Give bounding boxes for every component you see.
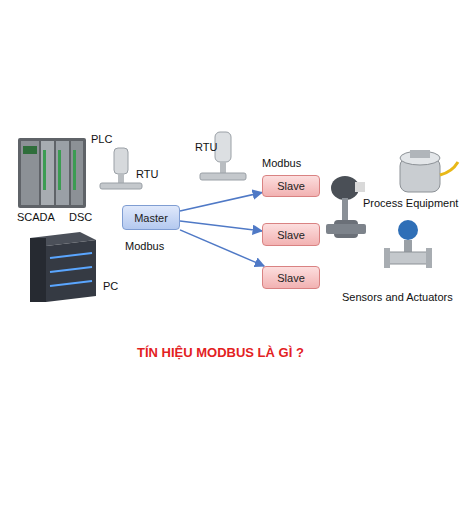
rtu-device — [200, 132, 246, 180]
slave-box: Slave — [262, 175, 320, 197]
equipment-cable — [440, 162, 458, 175]
equipment-neck — [410, 150, 430, 158]
device-label: Sensors and Actuators — [342, 291, 453, 303]
master-box: Master — [122, 205, 180, 230]
server-light — [50, 253, 92, 258]
plc-module — [41, 141, 54, 205]
sensor-flange — [384, 248, 390, 268]
connector-arrow — [180, 193, 262, 211]
server-light — [50, 267, 92, 272]
device-label: SCADA — [17, 211, 55, 223]
slave-box: Slave — [262, 266, 320, 289]
device-label: RTU — [195, 141, 217, 153]
plc-led-strip — [73, 150, 76, 190]
rtu-head — [114, 148, 128, 174]
server-side — [30, 238, 46, 302]
sensor-flange — [426, 248, 432, 268]
pc-server — [30, 232, 96, 302]
process-equipment — [400, 150, 458, 192]
server-front — [46, 240, 96, 302]
plc-led-strip — [43, 150, 46, 190]
rtu-pipe — [100, 183, 142, 189]
node-text: Slave — [277, 229, 305, 241]
device-label: Modbus — [262, 157, 301, 169]
sensor-head — [398, 220, 418, 240]
flow-sensor — [384, 220, 432, 268]
connector-arrow — [180, 230, 264, 266]
valve-stem — [342, 198, 348, 222]
control-valve — [326, 176, 366, 238]
sensor-neck — [404, 240, 412, 252]
device-label: Process Equipment — [363, 197, 458, 209]
plc-module — [21, 141, 39, 205]
plc-display — [23, 146, 37, 154]
sensor-pipe — [386, 252, 430, 264]
rtu-stem — [220, 162, 226, 174]
plc-device — [18, 138, 86, 208]
device-label: DSC — [69, 211, 92, 223]
equipment-top — [400, 151, 440, 165]
server-light — [50, 281, 92, 286]
plc-led-strip — [58, 150, 61, 190]
node-text: Master — [134, 212, 168, 224]
device-label: PC — [103, 280, 118, 292]
device-label: Modbus — [125, 240, 164, 252]
plc-module — [56, 141, 69, 205]
slave-box: Slave — [262, 223, 320, 246]
node-text: Slave — [277, 180, 305, 192]
plc-body — [18, 138, 86, 208]
device-label: PLC — [91, 133, 112, 145]
rtu-pipe — [200, 173, 246, 180]
valve-actuator — [331, 176, 359, 200]
valve-pipe — [326, 224, 366, 234]
node-text: Slave — [277, 272, 305, 284]
connector-arrow — [180, 221, 262, 231]
valve-positioner — [355, 182, 365, 192]
device-label: RTU — [136, 168, 158, 180]
plc-module — [71, 141, 83, 205]
rtu-device — [100, 148, 142, 189]
page-title: TÍN HIỆU MODBUS LÀ GÌ ? — [137, 345, 304, 360]
